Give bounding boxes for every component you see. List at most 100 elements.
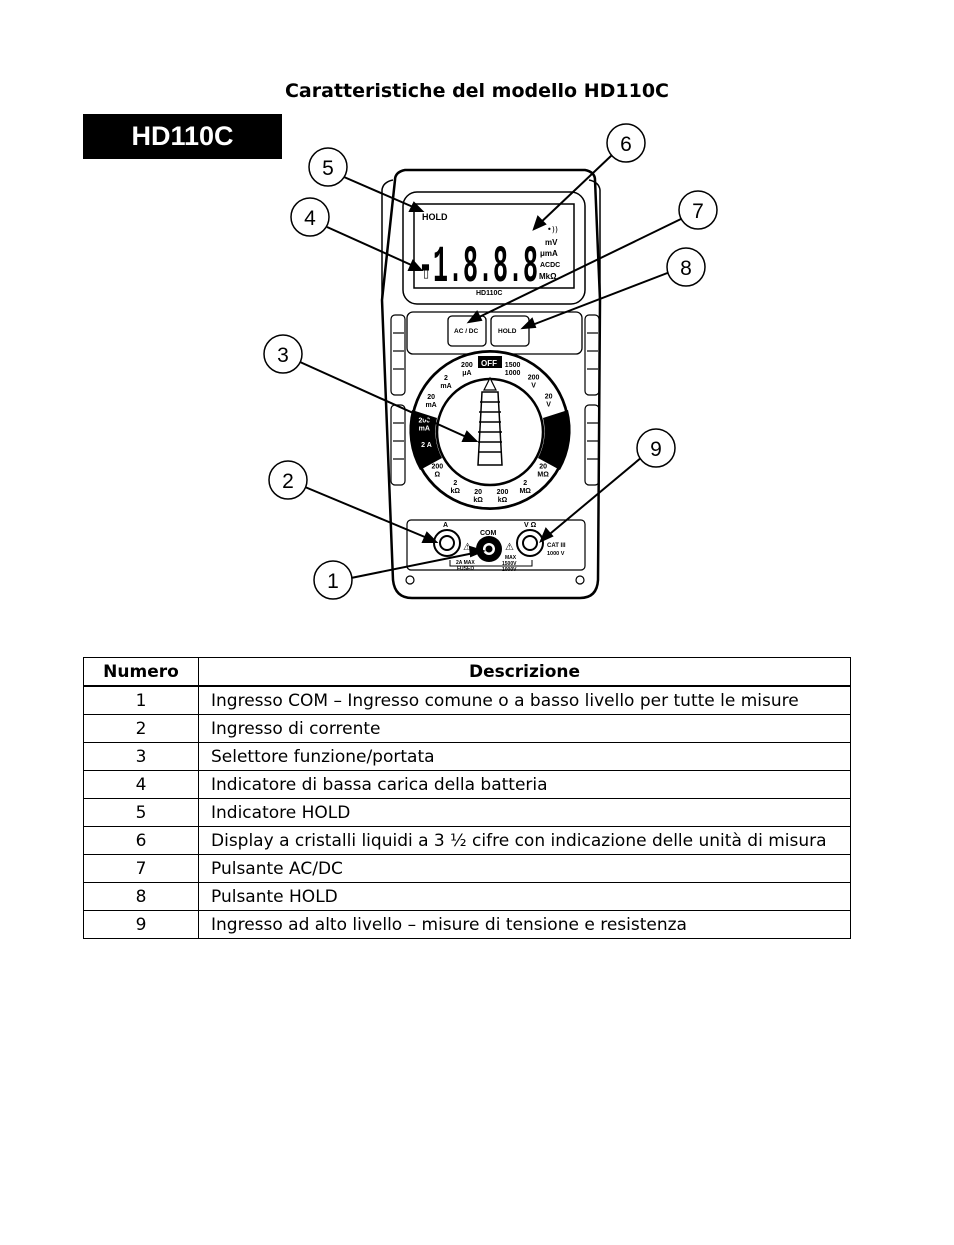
callout-9: 9 [636, 428, 676, 468]
row-number: 2 [83, 714, 199, 743]
multimeter-diagram: HOLD -1.8.8.8 ▯ •)) mV μmA ACDC MkΩ HD11… [263, 123, 718, 600]
hold-button[interactable] [490, 315, 530, 347]
dial-range-label: 200 [497, 489, 509, 496]
row-number: 8 [83, 882, 199, 911]
dial-range-label: 2 A [421, 442, 432, 449]
dial-range-unit: 1000 [505, 370, 521, 377]
max-note-1: MAX [505, 555, 517, 561]
row-description: Pulsante HOLD [198, 882, 851, 911]
display-unit-acdc: ACDC [540, 262, 560, 269]
jack-v-label: V Ω [524, 522, 537, 529]
dial-range-unit: V [531, 382, 536, 389]
column-header-descrizione: Descrizione [198, 657, 851, 687]
callout-7: 7 [678, 190, 718, 230]
dial-range-unit: mA [425, 402, 436, 409]
lcd-display [413, 203, 575, 289]
display-digits: -1.8.8.8 [418, 238, 538, 297]
dial-range-unit: Ω [434, 472, 440, 479]
dial-range-label: 200 [528, 374, 540, 381]
dial-range-unit: mA [440, 383, 451, 390]
svg-text:8: 8 [680, 257, 692, 280]
dial-range-unit: MΩ [519, 488, 531, 495]
dial-range-label: 20 [545, 394, 553, 401]
display-unit-ma: μmA [540, 249, 558, 258]
warning-icon-right: ⚠ [505, 542, 514, 553]
fuse-note-2: FUSED [457, 566, 474, 572]
row-description: Ingresso ad alto livello – misure di ten… [198, 910, 851, 939]
column-header-numero: Numero [83, 657, 199, 687]
row-number: 6 [83, 826, 199, 855]
dial-range-label: 200 [418, 418, 430, 425]
callout-8: 8 [666, 247, 706, 287]
jack-a-label: A [443, 522, 448, 529]
display-model-label: HD110C [476, 290, 502, 297]
dial-range-unit: mA [419, 426, 430, 433]
dial-off-label: OFF [481, 359, 497, 368]
row-number: 5 [83, 798, 199, 827]
row-number: 9 [83, 910, 199, 939]
row-number: 1 [83, 685, 199, 715]
row-description: Pulsante AC/DC [198, 854, 851, 883]
svg-text:6: 6 [620, 133, 632, 156]
low-battery-icon: ▯ [423, 267, 429, 280]
dial-off-marker [478, 356, 502, 368]
row-number: 4 [83, 770, 199, 799]
svg-text:7: 7 [692, 200, 704, 223]
dial-range-label: 20 [427, 394, 435, 401]
dial-range-label: 2 [444, 375, 448, 382]
dial-range-unit: mV [548, 449, 559, 456]
dial-range-label: 200 [548, 441, 560, 448]
svg-text:AC / DC: AC / DC [454, 328, 479, 335]
dial-range-unit: μA [462, 370, 471, 377]
svg-text:9: 9 [650, 438, 662, 461]
svg-text:2: 2 [282, 470, 294, 493]
svg-text:1: 1 [327, 570, 339, 593]
dial-range-labels: 15001000200V20V2V200mV20MΩ2MΩ200kΩ20kΩ2k… [418, 362, 559, 504]
dial-range-unit: kΩ [451, 488, 461, 495]
row-description: Ingresso COM – Ingresso comune o a basso… [198, 685, 851, 715]
dial-range-label: 2 [554, 417, 558, 424]
fuse-note-1: 2A MAX [456, 560, 475, 566]
table-header-row: Numero Descrizione [83, 657, 851, 687]
dial-knob-pointer [477, 391, 503, 466]
row-number: 3 [83, 742, 199, 771]
svg-text:4: 4 [304, 207, 316, 230]
callout-5: 5 [308, 147, 348, 187]
cat-note-1: CAT III [547, 543, 566, 549]
callout-2: 2 [268, 460, 308, 500]
row-description: Indicatore HOLD [198, 798, 851, 827]
row-description: Ingresso di corrente [198, 714, 851, 743]
acdc-button[interactable] [447, 315, 487, 347]
display-hold-label: HOLD [422, 212, 448, 222]
callout-3: 3 [263, 334, 303, 374]
dial-range-unit: V [546, 402, 551, 409]
max-note-3: 1000V [502, 567, 517, 573]
dial-range-label: 2 [523, 480, 527, 487]
dial-range-label: 1500 [505, 362, 521, 369]
continuity-icon: •)) [547, 225, 558, 234]
dial-range-unit: kΩ [473, 497, 483, 504]
cat-note-2: 1000 V [547, 551, 565, 557]
callout-4: 4 [290, 197, 330, 237]
jack-com-label: COM [480, 530, 497, 537]
model-label: HD110C [83, 114, 282, 159]
dial-range-label: 2 [453, 480, 457, 487]
dial-range-label: 20 [474, 489, 482, 496]
svg-text:HOLD: HOLD [498, 328, 517, 335]
max-note-2: 1500V [502, 561, 517, 567]
page-title: Caratteristiche del modello HD110C [284, 80, 669, 102]
svg-text:5: 5 [322, 157, 334, 180]
dial-range-label: 200 [431, 464, 443, 471]
row-description: Selettore funzione/portata [198, 742, 851, 771]
row-description: Display a cristalli liquidi a 3 ½ cifre … [198, 826, 851, 855]
dial-range-unit: kΩ [498, 497, 508, 504]
